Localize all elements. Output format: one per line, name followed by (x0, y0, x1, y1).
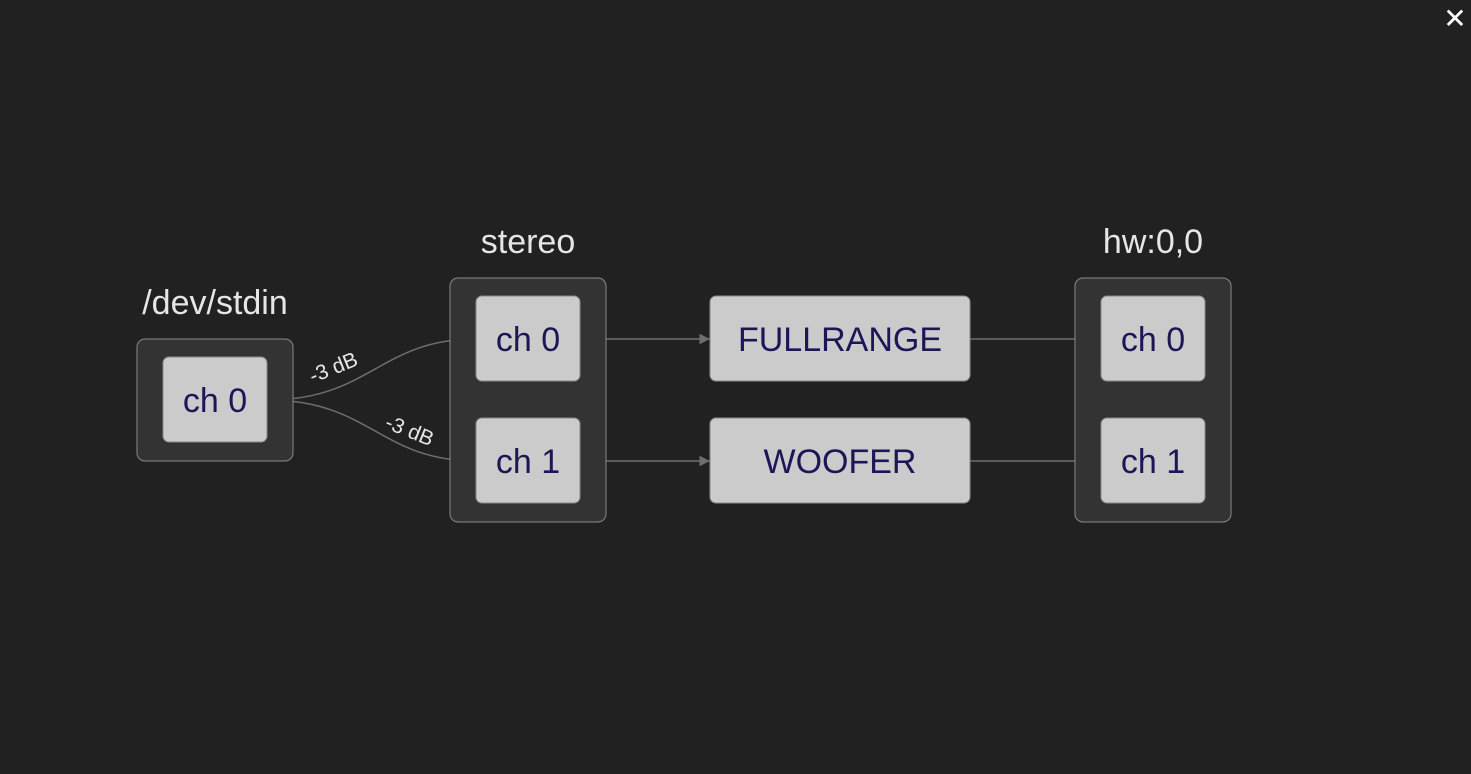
node-stdin-ch0[interactable]: ch 0 (162, 356, 268, 443)
group-title-stdin: /dev/stdin (142, 284, 288, 322)
edge-stdin-to-stereo-ch0 (267, 333, 477, 401)
group-stdin: /dev/stdin ch 0 (136, 284, 294, 462)
node-box-stereo-ch0[interactable] (475, 295, 581, 382)
edge-label-gain-top: -3 dB (306, 348, 361, 388)
node-box-hw-ch0[interactable] (1100, 295, 1206, 382)
node-box-stdin-ch0[interactable] (162, 356, 268, 443)
node-label-stdin-ch0: ch 0 (183, 382, 247, 420)
filter-woofer[interactable]: WOOFER (709, 417, 971, 504)
node-hw-ch0[interactable]: ch 0 (1100, 295, 1206, 382)
edge-stdin-to-stereo-ch1 (267, 399, 477, 467)
filter-box-fullrange[interactable] (709, 295, 971, 382)
filter-label-woofer: WOOFER (764, 443, 917, 481)
node-stereo-ch0[interactable]: ch 0 (475, 295, 581, 382)
group-title-hw: hw:0,0 (1103, 223, 1203, 261)
node-stereo-ch1[interactable]: ch 1 (475, 417, 581, 504)
group-stereo: stereo ch 0 ch 1 (449, 223, 607, 523)
edges: -3 dB -3 dB (267, 333, 1101, 467)
close-button[interactable]: ✕ (1440, 4, 1470, 34)
node-label-stereo-ch0: ch 0 (496, 321, 560, 359)
group-hw: hw:0,0 ch 0 ch 1 (1074, 223, 1232, 523)
node-label-stereo-ch1: ch 1 (496, 443, 560, 481)
group-title-stereo: stereo (481, 223, 576, 261)
node-hw-ch1[interactable]: ch 1 (1100, 417, 1206, 504)
filter-box-woofer[interactable] (709, 417, 971, 504)
node-box-hw-ch1[interactable] (1100, 417, 1206, 504)
filter-fullrange[interactable]: FULLRANGE (709, 295, 971, 382)
edge-label-gain-bottom: -3 dB (382, 411, 437, 451)
close-icon: ✕ (1443, 2, 1467, 35)
filter-label-fullrange: FULLRANGE (738, 321, 942, 359)
node-label-hw-ch0: ch 0 (1121, 321, 1185, 359)
node-box-stereo-ch1[interactable] (475, 417, 581, 504)
node-label-hw-ch1: ch 1 (1121, 443, 1185, 481)
